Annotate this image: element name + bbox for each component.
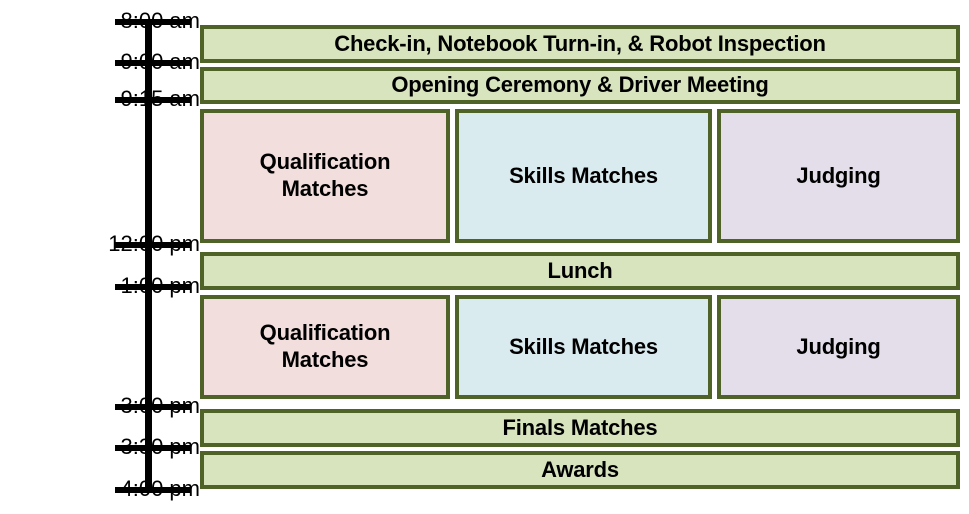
- timeline-label-7: 4:00 pm: [120, 476, 201, 501]
- timeline-tick-7: [115, 487, 191, 493]
- schedule-block-quals-pm[interactable]: Qualification Matches: [200, 295, 450, 399]
- schedule-block-label-awards: Awards: [541, 456, 619, 482]
- schedule-block-checkin[interactable]: Check-in, Notebook Turn-in, & Robot Insp…: [200, 25, 960, 63]
- timeline-axis-spine: [145, 22, 152, 493]
- schedule-block-quals-am[interactable]: Qualification Matches: [200, 109, 450, 243]
- timeline-tick-4: [115, 284, 191, 290]
- timeline-axis: 8:00 am 9:00 am 9:15 am 12:00 pm 1:00 pm 3:00…: [0, 0, 200, 514]
- schedule-block-label-skills-pm: Skills Matches: [509, 333, 658, 359]
- timeline-tick-5: [115, 404, 191, 410]
- timeline-label-4: 1:00 pm: [120, 273, 201, 298]
- timeline-tick-1: [115, 60, 191, 66]
- timeline-tick-6: [115, 445, 191, 451]
- schedule-block-label-quals-am: Qualification Matches: [259, 149, 391, 201]
- schedule-block-opening[interactable]: Opening Ceremony & Driver Meeting: [200, 67, 960, 104]
- timeline-label-1: 9:00 am: [120, 49, 201, 74]
- schedule-block-skills-pm[interactable]: Skills Matches: [455, 295, 712, 399]
- schedule-block-finals[interactable]: Finals Matches: [200, 409, 960, 447]
- schedule-block-judging-am[interactable]: Judging: [717, 109, 960, 243]
- schedule-block-label-skills-am: Skills Matches: [509, 162, 658, 188]
- timeline-tick-2: [115, 97, 191, 103]
- schedule-block-label-judging-pm: Judging: [796, 333, 881, 359]
- schedule-block-label-finals: Finals Matches: [502, 414, 658, 440]
- schedule-block-awards[interactable]: Awards: [200, 451, 960, 489]
- timeline-label-5: 3:00 pm: [120, 393, 201, 418]
- timeline-label-2: 9:15 am: [120, 86, 201, 111]
- timeline-tick-3: [115, 242, 191, 248]
- timeline-label-6: 3:30 pm: [120, 434, 201, 459]
- schedule-block-lunch[interactable]: Lunch: [200, 252, 960, 290]
- schedule-block-skills-am[interactable]: Skills Matches: [455, 109, 712, 243]
- schedule-block-label-lunch: Lunch: [547, 257, 613, 283]
- schedule-block-label-checkin: Check-in, Notebook Turn-in, & Robot Insp…: [334, 30, 826, 56]
- timeline-tick-0: [115, 19, 191, 25]
- schedule-block-label-opening: Opening Ceremony & Driver Meeting: [391, 72, 769, 98]
- schedule-block-label-judging-am: Judging: [796, 162, 881, 188]
- timeline-label-3: 12:00 pm: [108, 231, 200, 256]
- schedule-block-label-quals-pm: Qualification Matches: [259, 320, 391, 372]
- schedule-block-judging-pm[interactable]: Judging: [717, 295, 960, 399]
- timeline-label-0: 8:00 am: [120, 8, 201, 33]
